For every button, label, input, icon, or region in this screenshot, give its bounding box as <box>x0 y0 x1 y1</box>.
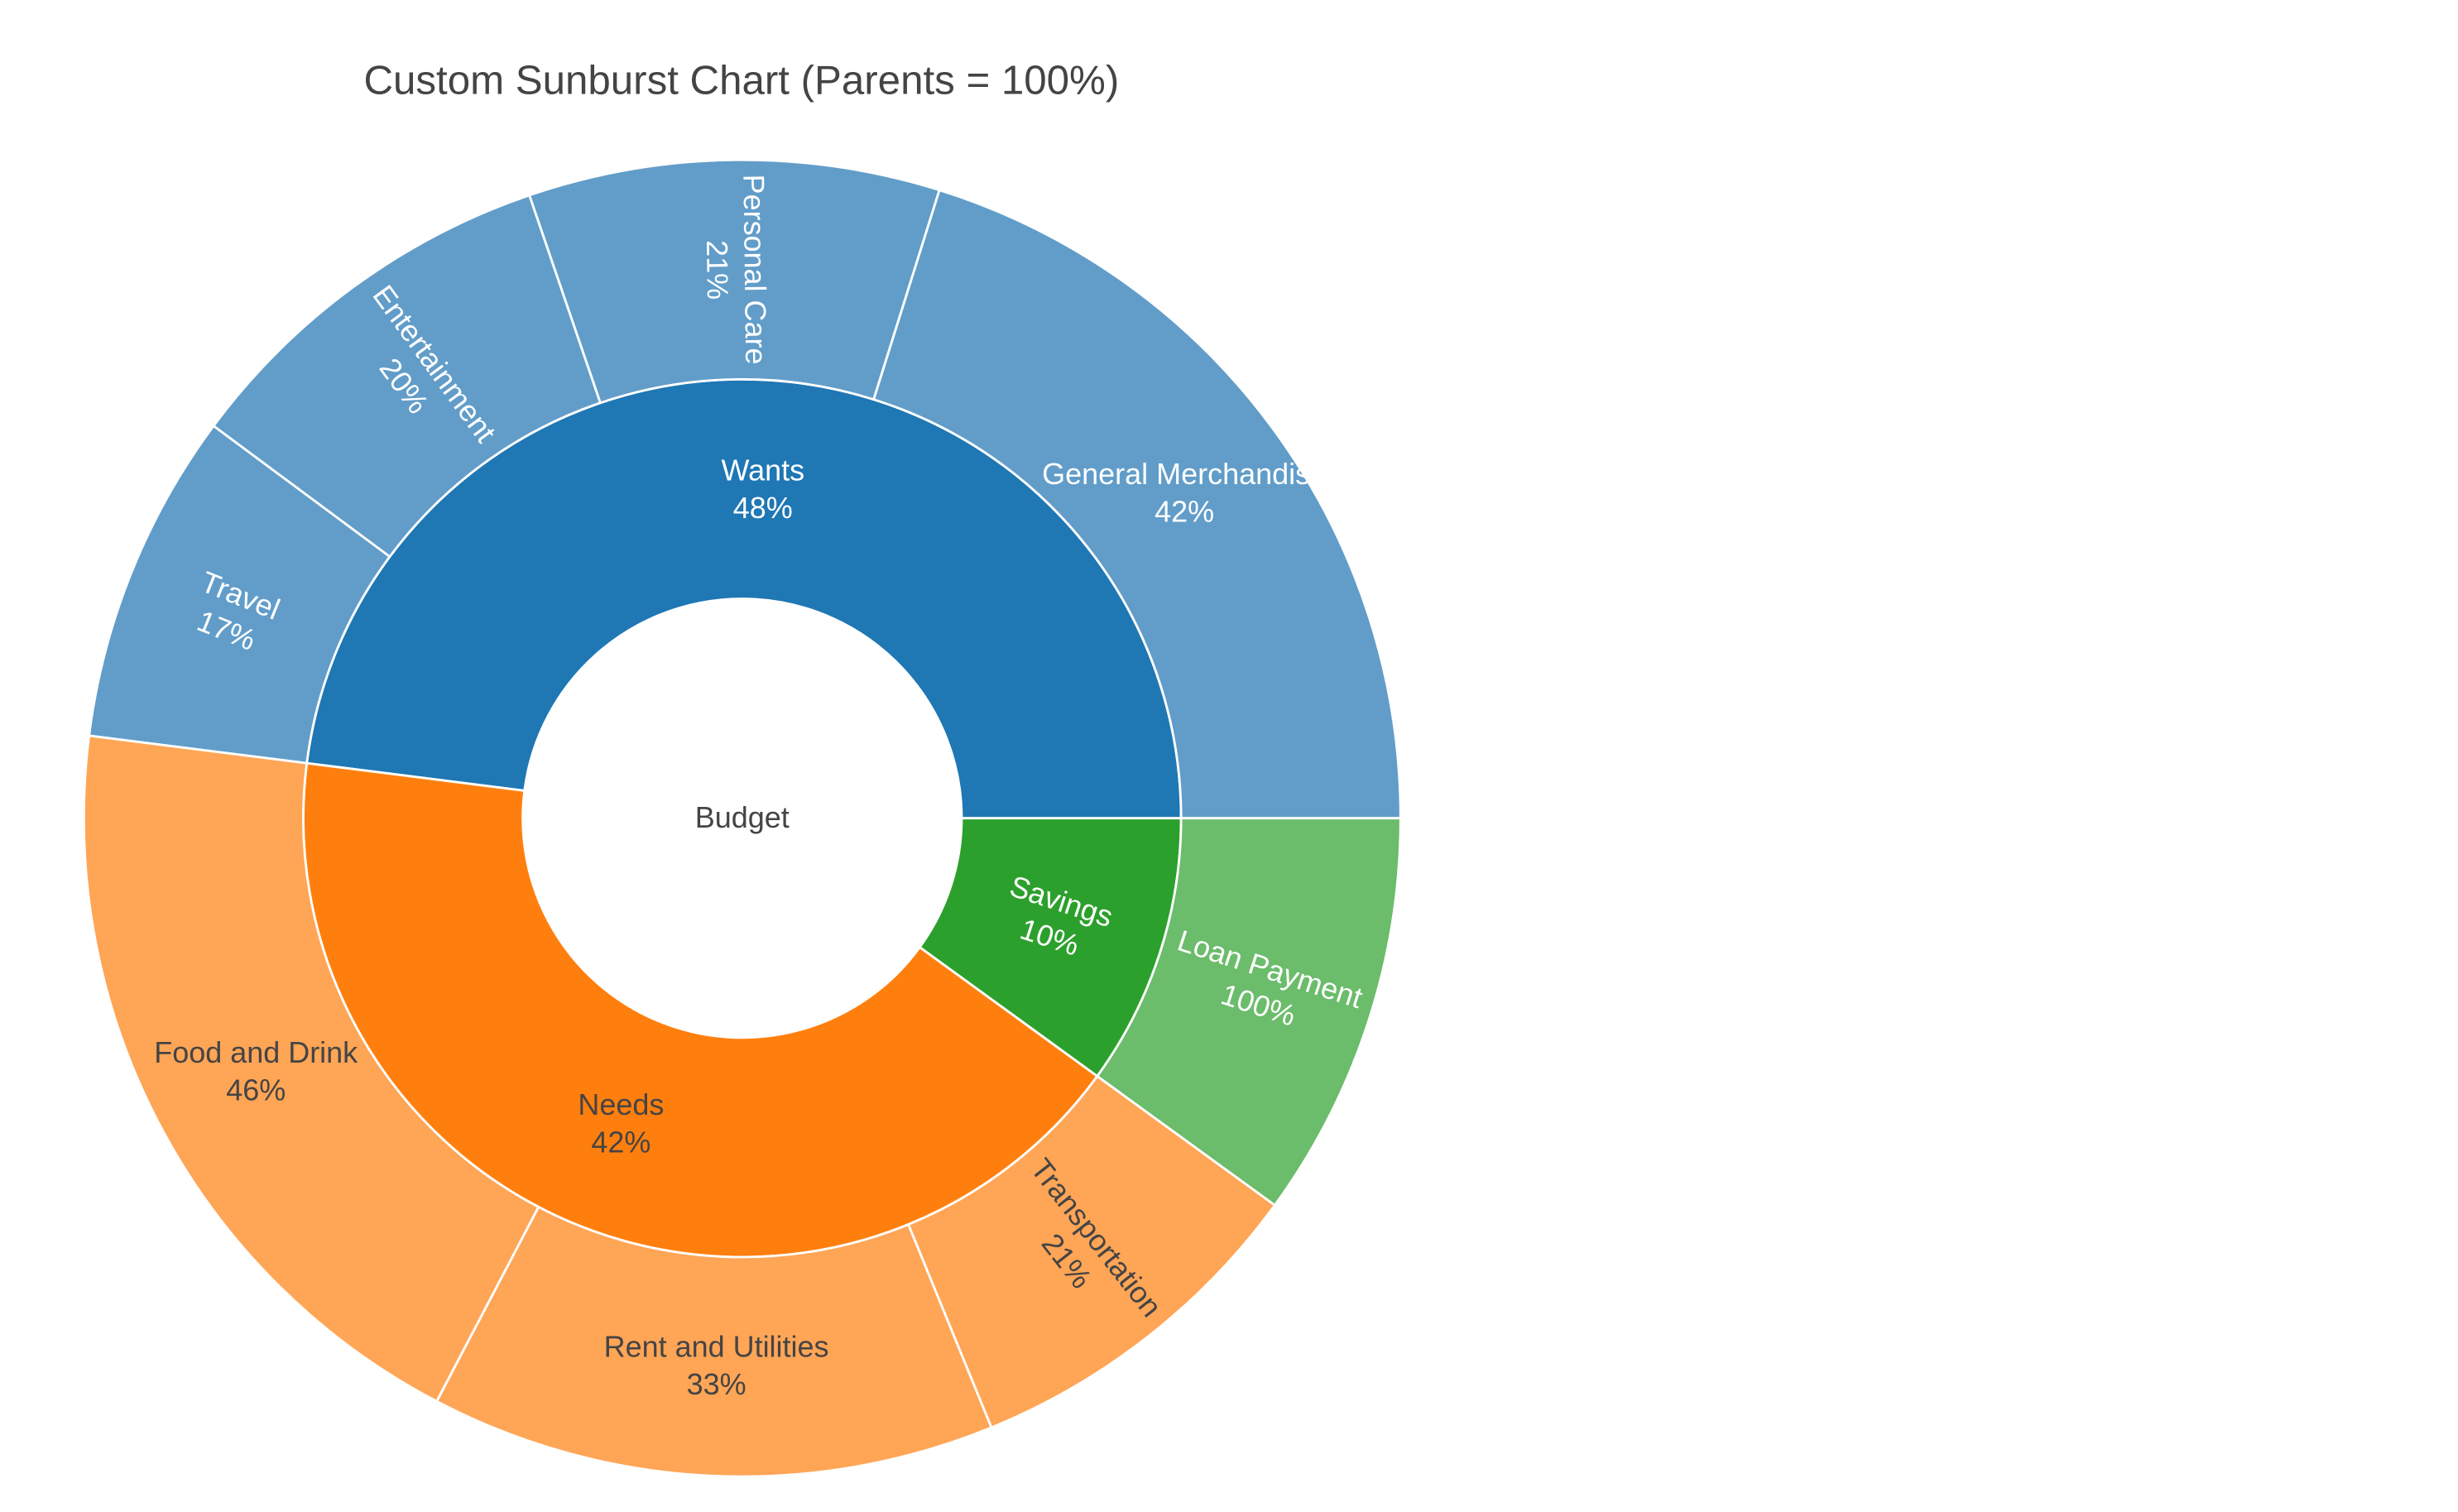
segment-name-rent-and-utilities: Rent and Utilities <box>604 1329 829 1363</box>
segment-percent-personal-care: 21% <box>700 240 735 300</box>
segment-name-needs: Needs <box>578 1087 664 1121</box>
segment-label-needs: Needs 42% <box>578 1087 664 1159</box>
segment-rent-and-utilities[interactable] <box>434 1205 993 1478</box>
segment-percent-general-merchandise: 42% <box>1155 494 1214 528</box>
segment-label-food-and-drink: Food and Drink 46% <box>154 1035 358 1106</box>
segment-general-merchandise[interactable] <box>871 188 1402 820</box>
segment-food-and-drink[interactable] <box>82 734 540 1404</box>
segment-label-rent-and-utilities: Rent and Utilities 33% <box>604 1329 829 1400</box>
segment-name-personal-care: Personal Care <box>737 174 773 364</box>
chart-title: Custom Sunburst Chart (Parents = 100%) <box>363 56 1120 104</box>
segment-name-general-merchandise: General Merchandise <box>1042 457 1327 491</box>
segment-percent-rent-and-utilities: 33% <box>687 1367 747 1401</box>
segment-loan-payment[interactable] <box>1095 817 1402 1207</box>
center-label: Budget <box>695 800 790 834</box>
segment-name-wants: Wants <box>721 453 804 487</box>
segment-name-food-and-drink: Food and Drink <box>154 1035 358 1069</box>
segment-label-wants: Wants 48% <box>721 453 804 524</box>
segment-label-personal-care: Personal Care21% <box>699 174 773 365</box>
segment-percent-wants: 48% <box>733 491 793 525</box>
segment-percent-food-and-drink: 46% <box>226 1073 286 1107</box>
segment-percent-needs: 42% <box>591 1126 651 1159</box>
